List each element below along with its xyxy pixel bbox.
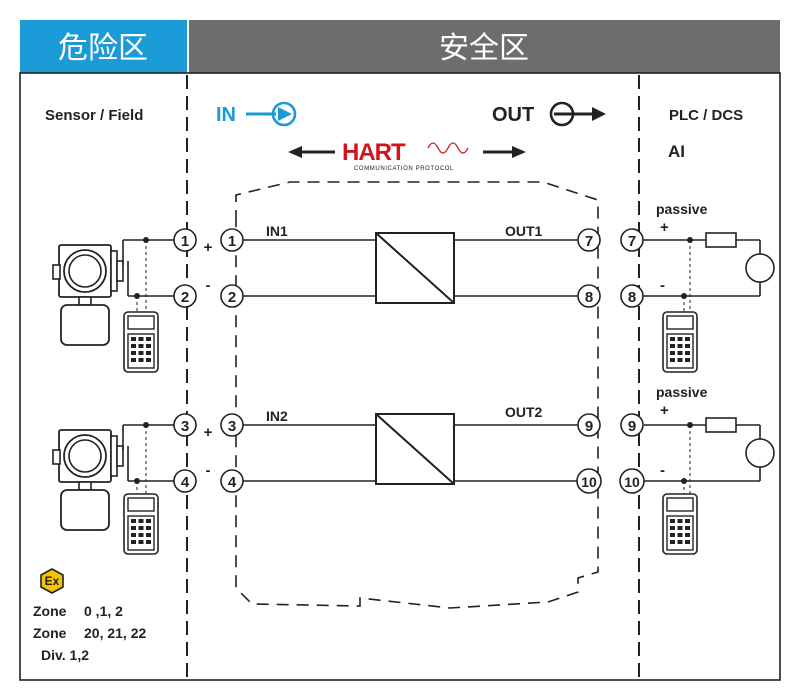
polarity-minus: - [660, 462, 665, 479]
isolator-housing-outline [235, 181, 599, 609]
ex-hazard-symbol-icon [40, 568, 64, 594]
channel-2: 3 4 + - 3 4 IN2 OUT2 9 10 9 10 passive +… [52, 384, 775, 555]
current-source-icon [745, 438, 775, 468]
hart-handheld-icon [662, 311, 698, 373]
resistor-icon [705, 417, 737, 433]
polarity-minus: - [660, 277, 665, 294]
hazard-zone-title: 危险区 [58, 32, 148, 65]
channel-1: 1 2 + - 1 2 IN1 OUT1 7 8 7 8 passive + - [52, 201, 775, 373]
plc-mode-label: passive [656, 201, 708, 217]
input-terminal: 1 [228, 233, 236, 250]
polarity-minus: - [206, 277, 211, 294]
in-label: IN [216, 104, 236, 126]
input-name: IN1 [266, 223, 288, 239]
output-name: OUT2 [505, 404, 543, 420]
hazard-zone-header [20, 20, 187, 73]
input-terminal: 2 [228, 289, 236, 306]
plc-terminal: 7 [628, 233, 636, 250]
input-arrow-icon [246, 101, 297, 127]
output-terminal: 10 [581, 474, 597, 490]
plc-dcs-label: PLC / DCS [669, 107, 743, 124]
zone-values: 20, 21, 22 [84, 625, 146, 641]
isolator-block-icon [375, 413, 455, 485]
division-label: Div. 1,2 [41, 647, 89, 663]
polarity-plus: + [660, 219, 669, 236]
zone-label: Zone [33, 603, 67, 619]
output-arrow-icon [549, 101, 606, 127]
safe-zone-title: 安全区 [439, 32, 529, 65]
out-label: OUT [492, 104, 534, 126]
hart-handheld-icon [662, 493, 698, 555]
input-terminal: 3 [228, 418, 236, 435]
sensor-field-label: Sensor / Field [45, 107, 143, 124]
plc-mode-label: passive [656, 384, 708, 400]
bidirectional-arrow-icon [288, 146, 526, 158]
transmitter-icon [52, 244, 124, 346]
plc-terminal: 9 [628, 418, 636, 435]
resistor-icon [705, 232, 737, 248]
polarity-plus: + [660, 402, 669, 419]
hart-handheld-icon [123, 311, 159, 373]
zone-label: Zone [33, 625, 67, 641]
ai-label: AI [668, 142, 685, 161]
field-terminal: 3 [181, 418, 189, 435]
hart-logo: HART [342, 139, 406, 166]
plc-terminal: 8 [628, 289, 636, 306]
field-terminal: 1 [181, 233, 189, 250]
transmitter-icon [52, 429, 124, 531]
polarity-plus: + [204, 424, 213, 441]
field-terminal: 2 [181, 289, 189, 306]
output-terminal: 9 [585, 418, 593, 435]
field-terminal: 4 [181, 474, 190, 491]
zone-values: 0 ,1, 2 [84, 603, 123, 619]
plc-terminal: 10 [624, 474, 640, 490]
polarity-minus: - [206, 462, 211, 479]
isolator-block-icon [375, 232, 455, 304]
hart-tagline: COMMUNICATION PROTOCOL [354, 166, 454, 172]
polarity-plus: + [204, 239, 213, 256]
input-terminal: 4 [228, 474, 237, 491]
input-name: IN2 [266, 408, 288, 424]
hart-wave-icon [427, 142, 469, 154]
output-terminal: 8 [585, 289, 593, 306]
current-source-icon [745, 253, 775, 283]
diagram-frame [19, 72, 781, 681]
ex-symbol-text: Ex [45, 574, 60, 588]
hart-handheld-icon [123, 493, 159, 555]
output-terminal: 7 [585, 233, 593, 250]
output-name: OUT1 [505, 223, 543, 239]
safe-zone-header [189, 20, 780, 73]
